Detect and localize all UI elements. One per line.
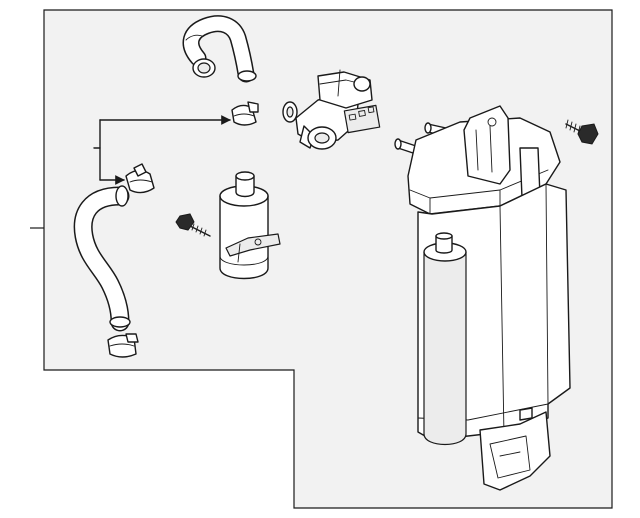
purge-valve — [282, 69, 381, 150]
upper-vapor-hose — [182, 15, 257, 83]
vapor-filter — [219, 171, 281, 280]
hose-clamp-middle — [125, 163, 155, 194]
canister-mount-bolt — [565, 119, 599, 145]
hose-clamp-lower — [107, 333, 139, 358]
filter-mount-bolt — [175, 213, 211, 237]
callout-arrows — [93, 115, 231, 185]
lower-vapor-hose — [73, 185, 131, 332]
hose-clamp-upper — [231, 101, 259, 126]
charcoal-canister — [394, 105, 571, 491]
